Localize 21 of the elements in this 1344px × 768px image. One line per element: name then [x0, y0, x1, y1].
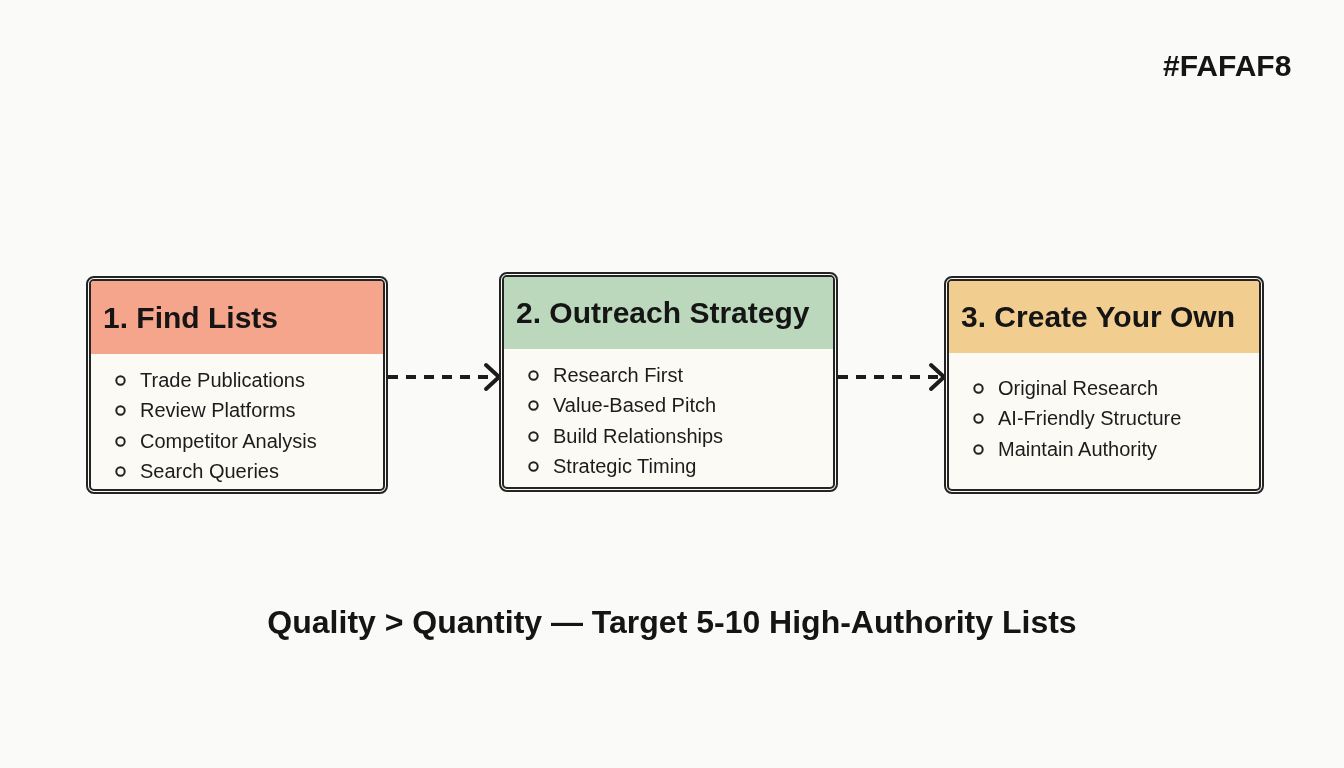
- list-item: Competitor Analysis: [140, 429, 317, 453]
- list-item: Review Platforms: [140, 399, 296, 423]
- list-item: Strategic Timing: [553, 455, 697, 479]
- color-code-note: #FAFAF8: [1163, 49, 1292, 83]
- dashed-arrow: [388, 363, 501, 391]
- caption: Quality > Quantity — Target 5-10 High-Authority Lists: [267, 604, 1077, 641]
- step-card: [86, 276, 388, 494]
- list-item: Trade Publications: [140, 368, 305, 392]
- step-heading: 2. Outreach Strategy: [516, 296, 810, 330]
- list-item: Search Queries: [140, 460, 279, 484]
- list-item: AI-Friendly Structure: [998, 407, 1182, 431]
- step-card: [944, 276, 1264, 494]
- list-item: Value-Based Pitch: [553, 394, 717, 418]
- list-item: Build Relationships: [553, 424, 724, 448]
- step-heading: 3. Create Your Own: [961, 300, 1235, 334]
- list-item: Maintain Authority: [998, 437, 1157, 461]
- dashed-arrow: [838, 363, 946, 391]
- list-item: Original Research: [998, 376, 1159, 400]
- step-heading: 1. Find Lists: [103, 300, 279, 335]
- step-card: [499, 272, 838, 492]
- list-item: Research First: [553, 363, 684, 387]
